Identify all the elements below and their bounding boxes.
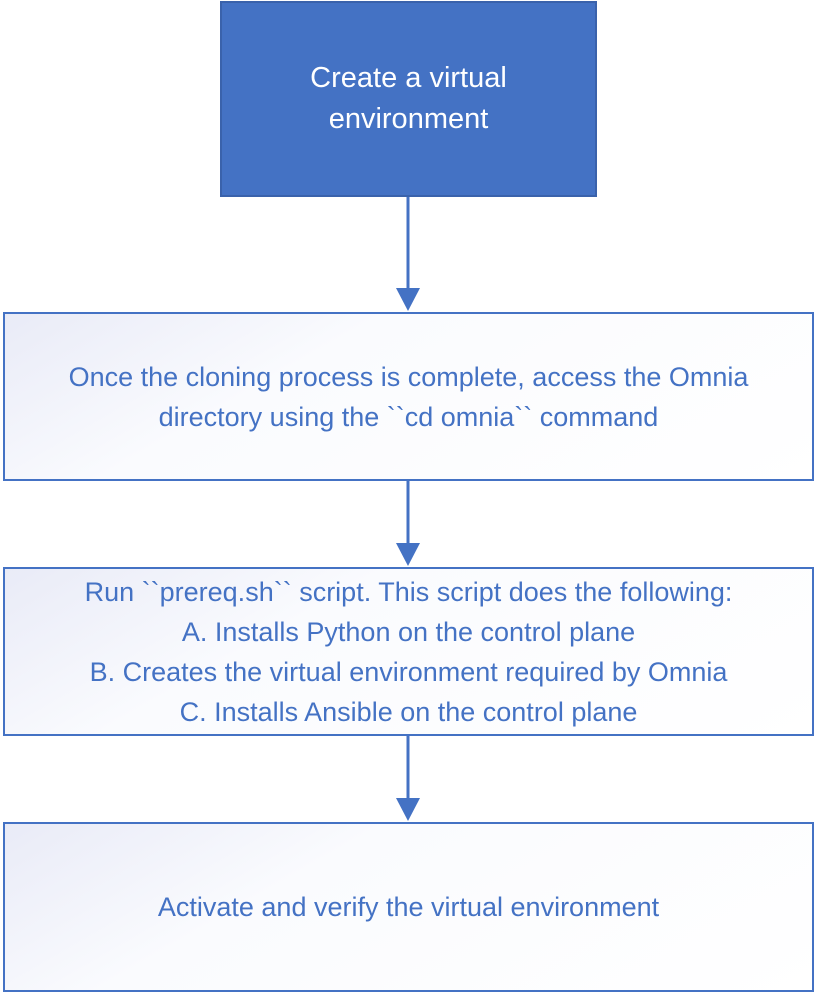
arrow-step1-to-step2 [396, 481, 420, 566]
step1-node: Once the cloning process is complete, ac… [3, 312, 814, 481]
step1-node-line-2: directory using the ``cd omnia`` command [158, 401, 659, 432]
start-node-line-1: Create a virtual [310, 62, 507, 94]
step3-node: Activate and verify the virtual environm… [3, 822, 814, 992]
start-node-text: Create a virtual environment [310, 58, 507, 140]
start-node: Create a virtual environment [220, 1, 597, 197]
step2-node-line-3: B. Creates the virtual environment requi… [89, 656, 728, 687]
step2-node-line-1: Run ``prereq.sh`` script. This script do… [84, 576, 733, 607]
step2-node-line-2: A. Installs Python on the control plane [181, 616, 636, 647]
start-node-line-2: environment [328, 103, 489, 135]
step1-node-text: Once the cloning process is complete, ac… [69, 357, 749, 437]
step3-node-line-1: Activate and verify the virtual environm… [157, 892, 660, 922]
arrow-start-to-step1 [396, 197, 420, 311]
arrow-step2-to-step3 [396, 736, 420, 821]
step1-node-line-1: Once the cloning process is complete, ac… [68, 361, 749, 392]
step2-node: Run ``prereq.sh`` script. This script do… [3, 567, 814, 736]
step2-node-line-4: C. Installs Ansible on the control plane [179, 696, 638, 727]
